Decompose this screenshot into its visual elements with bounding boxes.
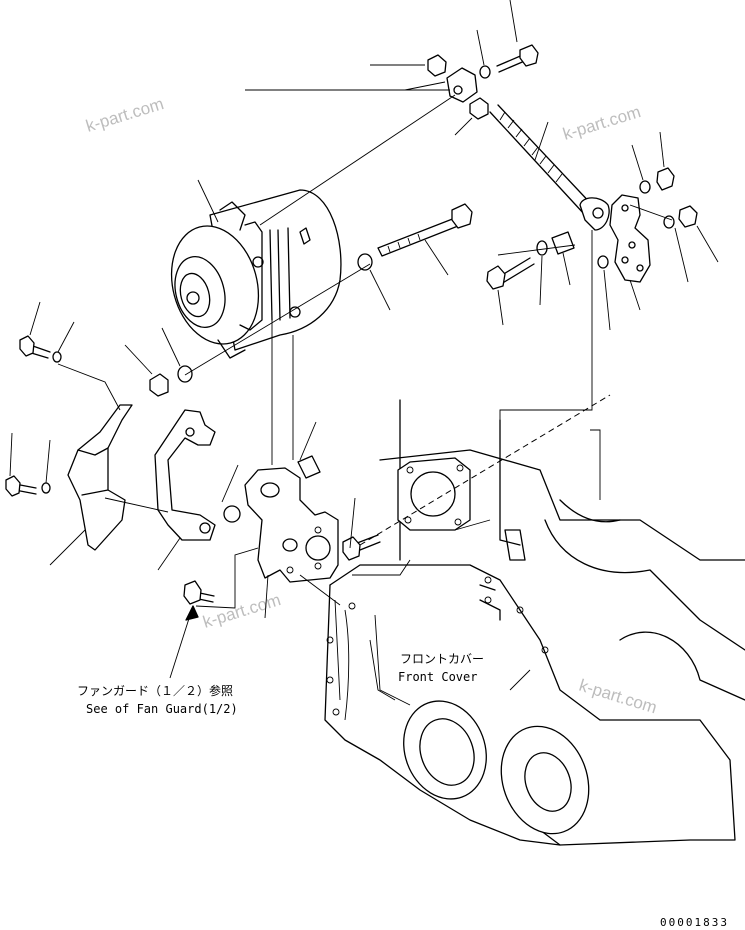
engine-block — [324, 399, 745, 846]
leader-lines — [9, 0, 719, 701]
alternator — [170, 189, 342, 359]
alternator-bracket — [244, 467, 339, 583]
front-cover-label-en: Front Cover — [398, 670, 477, 684]
fan-guard-label-en: See of Fan Guard(1/2) — [86, 702, 238, 716]
fan-guard-label-jp: ファンガード（１／２）参照 — [77, 683, 233, 698]
figure-code: 00001833 — [660, 916, 729, 929]
fan-guard-stay — [154, 409, 216, 541]
front-cover-label-jp: フロントカバー — [400, 652, 484, 666]
fan-guard-plate — [67, 404, 133, 551]
watermark-4: k-part.com — [577, 676, 659, 718]
adjusting-rod — [489, 104, 610, 231]
watermark-2: k-part.com — [561, 102, 643, 144]
hardware — [5, 44, 698, 605]
watermark-1: k-part.com — [84, 94, 166, 136]
adjust-plate — [609, 194, 651, 283]
long-bolt — [377, 203, 473, 257]
